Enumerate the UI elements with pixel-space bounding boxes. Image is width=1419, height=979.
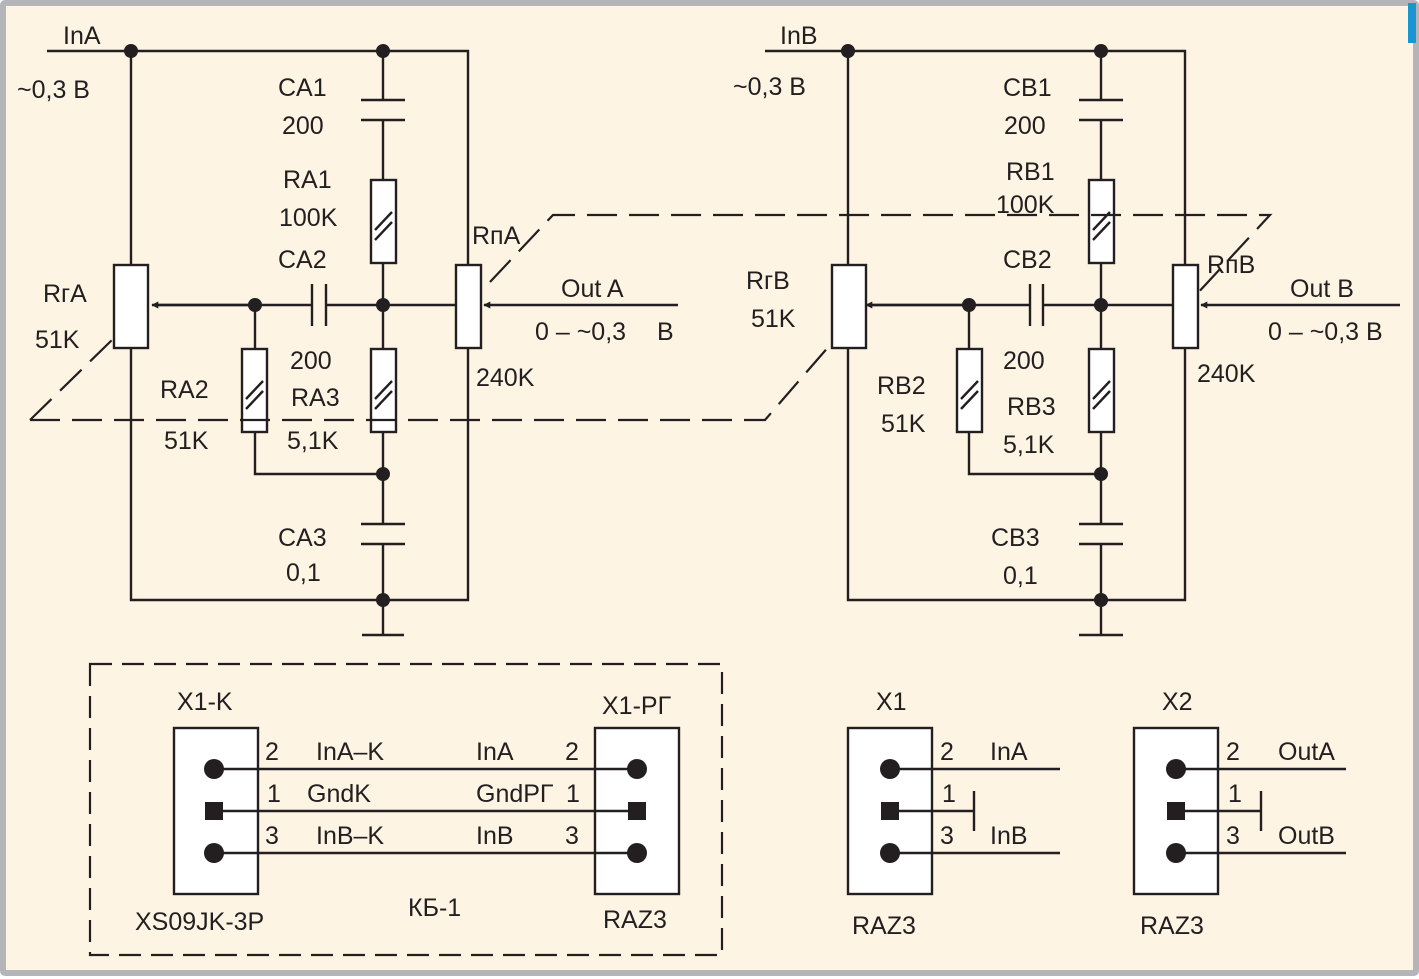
label-cb2-value: 200 [1003,347,1045,375]
label-ca3-ref: CA3 [278,524,327,552]
label-raz3-cable: RAZ3 [603,906,667,934]
label-x2-outa: OutA [1278,738,1335,766]
label-ca2-value: 200 [290,347,332,375]
label-rb1-ref: RB1 [1006,158,1055,186]
label-cable-pin2-left: 2 [265,738,279,766]
label-outa-range: 0 – ~0,3 [535,318,626,346]
label-ra2-value: 51K [164,427,209,455]
corner-tab [1408,3,1416,43]
label-rb2-value: 51K [881,410,926,438]
label-ca1-ref: CA1 [278,74,327,102]
label-x1-raz3: RAZ3 [852,912,916,940]
potentiometer-rga [112,263,150,350]
resistor-rb1 [1087,178,1116,265]
label-rgb-ref: RгB [746,267,790,295]
connector-x1 [846,726,1060,896]
ganged-linkage [29,213,1273,422]
label-cable-name: КБ-1 [408,894,461,922]
label-x1rg: X1-РГ [602,692,672,720]
capacitor-ca3 [361,522,405,546]
label-rpa-value: 240K [476,364,535,392]
label-ra1-ref: RA1 [283,166,332,194]
label-rpa-ref: RпA [472,222,521,250]
label-cable-pin1-right: 1 [566,780,580,808]
label-ra3-ref: RA3 [291,384,340,412]
label-x1-inb: InB [990,822,1028,850]
label-ina-level: ~0,3 В [17,76,90,104]
label-wire-gndrg: GndРГ [476,780,554,808]
label-outa: Out A [561,275,624,303]
capacitor-ca1 [361,98,405,122]
capacitor-cb3 [1079,522,1123,546]
capacitor-cb2 [1028,284,1045,326]
label-ra3-value: 5,1K [287,427,339,455]
potentiometer-rgb [830,263,868,350]
label-xs09jk: XS09JK-3P [135,908,264,936]
label-x2-pin2: 2 [1226,738,1240,766]
label-wire-gndk: GndK [307,780,371,808]
label-rpb-value: 240K [1197,360,1256,388]
label-rb3-ref: RB3 [1007,393,1056,421]
label-rga-ref: RгA [43,280,87,308]
label-ra1-value: 100K [279,204,338,232]
label-wire-inb: InB [476,822,514,850]
label-rgb-value: 51K [751,305,796,333]
label-ca1-value: 200 [282,112,324,140]
label-x2-pin1: 1 [1228,780,1242,808]
label-cable-pin3-right: 3 [565,822,579,850]
label-wire-inb-k: InB–K [316,822,384,850]
potentiometer-rpa [454,263,483,350]
cable-kb1 [88,662,724,957]
resistor-ra1 [369,178,398,265]
label-x1-pin1: 1 [942,780,956,808]
label-wire-ina: InA [476,738,514,766]
label-inb: InB [780,22,818,50]
resistor-ra2 [240,347,269,434]
label-ina: InA [63,22,101,50]
label-rpb-ref: RпB [1207,251,1255,279]
label-x1-ina: InA [990,738,1028,766]
label-x2-pin3: 3 [1226,822,1240,850]
capacitor-ca2 [310,284,328,326]
channel-b-circuit [765,44,1400,637]
label-x2-raz3: RAZ3 [1140,912,1204,940]
label-x1k: X1-K [177,688,233,716]
potentiometer-rpb [1171,263,1200,350]
label-x2: X2 [1162,688,1193,716]
label-cb1-ref: CB1 [1003,74,1052,102]
label-x1-pin3: 3 [940,822,954,850]
connector-x2 [1132,726,1346,896]
label-cb3-ref: CB3 [991,524,1040,552]
label-x2-outb: OutB [1278,822,1335,850]
capacitor-cb1 [1079,98,1123,122]
label-x1: X1 [876,688,907,716]
label-cb2-ref: CB2 [1003,246,1052,274]
label-rb3-value: 5,1K [1003,431,1055,459]
label-cable-pin2-right: 2 [565,738,579,766]
label-rga-value: 51K [35,326,80,354]
label-cb1-value: 200 [1004,112,1046,140]
label-rb1-value: 100K [996,191,1055,219]
label-ca3-value: 0,1 [286,559,321,587]
resistor-rb2 [955,347,984,434]
label-x1-pin2: 2 [940,738,954,766]
channel-a-circuit [47,44,678,637]
label-ca2-ref: CA2 [278,246,327,274]
resistor-ra3 [369,347,398,434]
label-ra2-ref: RA2 [160,376,209,404]
label-cable-pin1-left: 1 [267,780,281,808]
label-outb-range: 0 – ~0,3 В [1268,318,1383,346]
label-rb2-ref: RB2 [877,372,926,400]
resistor-rb3 [1087,347,1116,434]
label-outb: Out B [1290,275,1354,303]
label-wire-ina-k: InA–K [316,738,384,766]
label-cable-pin3-left: 3 [265,822,279,850]
label-inb-level: ~0,3 В [733,73,806,101]
label-cb3-value: 0,1 [1003,562,1038,590]
label-outa-unit: В [657,318,674,346]
